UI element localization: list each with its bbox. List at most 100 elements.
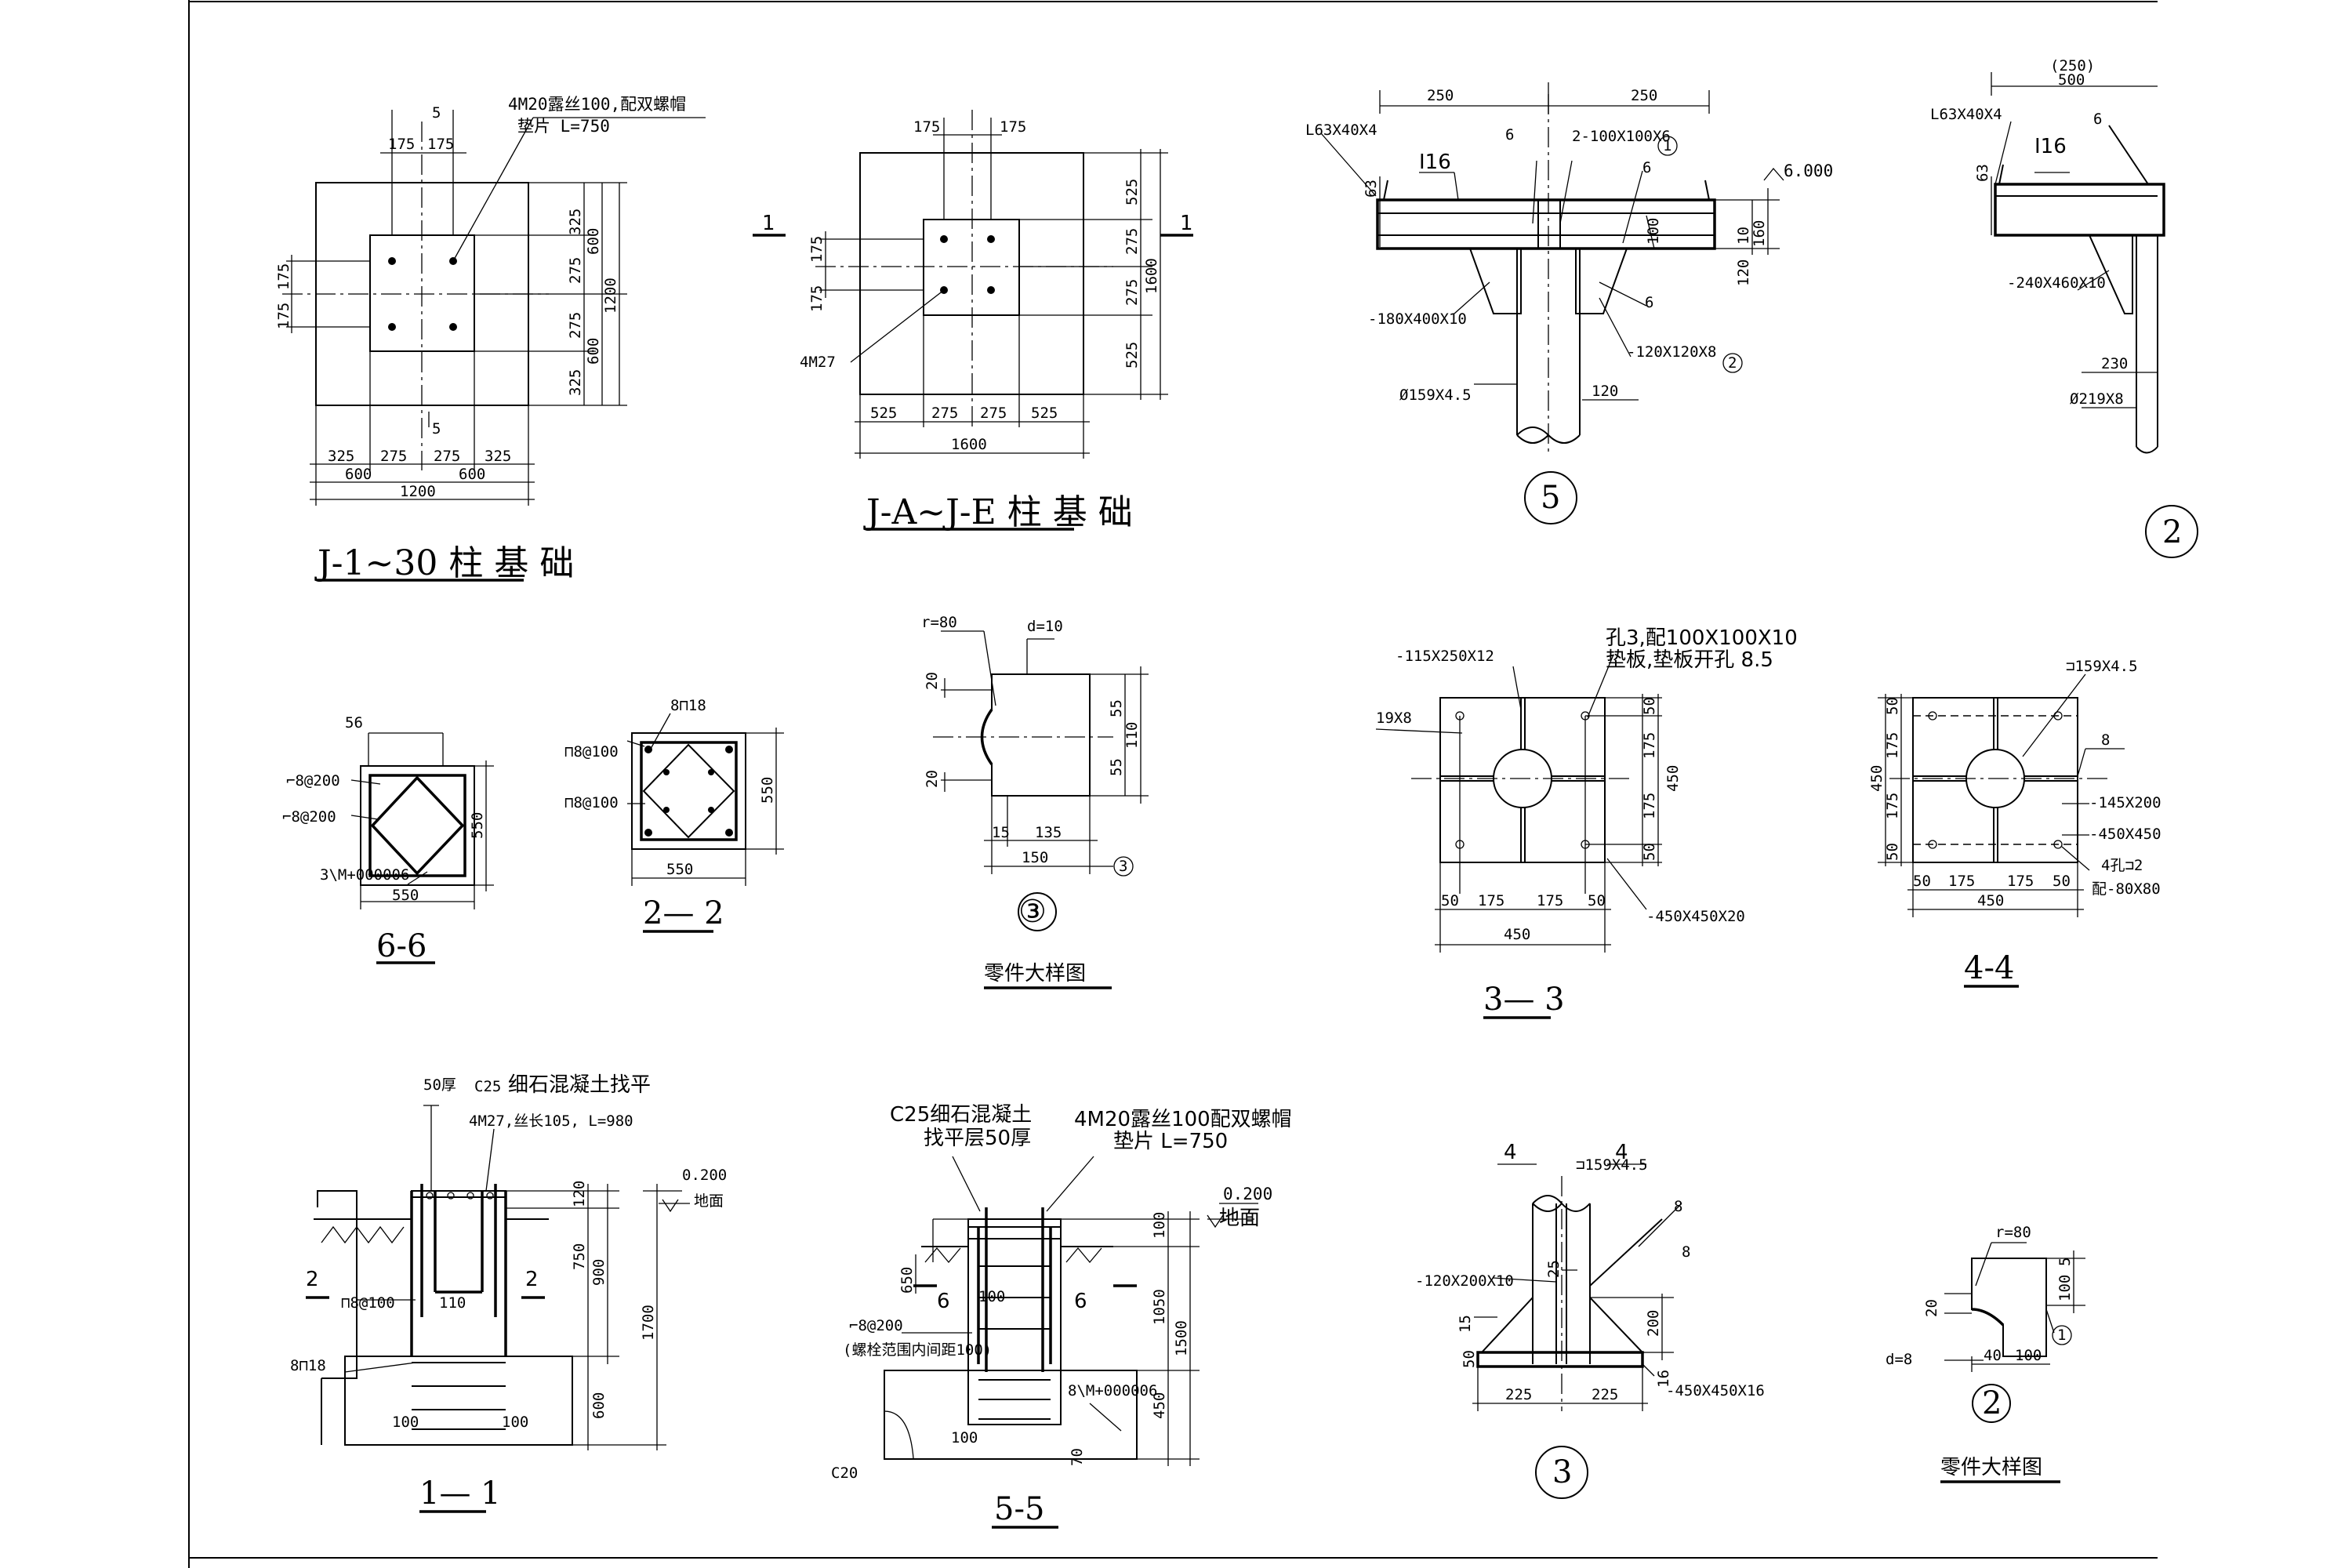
s44-h50b: 50 [2053,873,2071,890]
d5-d160: 160 [1751,220,1768,247]
title-j1-foundation: J-1~30 柱 基 础 [314,543,574,583]
part3-d10: d=10 [1027,618,1063,635]
d5-angle: L63X40X4 [1305,122,1377,139]
s22-r2: ⊓8@100 [564,794,619,811]
d5-d100: 100 [1645,218,1662,245]
s66-w550: 550 [392,887,419,904]
d5-d10: 10 [1735,227,1752,245]
s33-hole2: 垫板,垫板开孔 8.5 [1606,648,1773,672]
j1-top-175a: 175 [388,136,415,153]
title-ja-foundation: J-A~J-E 柱 基 础 [863,492,1133,532]
ja-top-175a: 175 [913,118,940,136]
s55-stirrup-note: (螺栓范围内间距100) [843,1341,992,1359]
s33-h175b: 175 [1537,892,1563,909]
s55-ground: 地面 [1219,1207,1260,1230]
j1-b325a: 325 [328,448,354,465]
d3-cut-l: 4 [1504,1141,1517,1164]
j1-b275b: 275 [434,448,460,465]
detail-2-partial-labels: (250) 500 L63X40X4 I16 6 63 -240X460X10 … [1930,57,2182,550]
d5-elev: 6.000 [1784,162,1833,180]
d5-i16: I16 [1419,151,1451,174]
part3-r80: r=80 [921,614,957,631]
s44-v450: 450 [1868,765,1886,792]
detail-3 [1472,1163,1682,1499]
part2-h100: 100 [2056,1275,2074,1301]
j1-r275b: 275 [567,312,584,339]
s33-v50b: 50 [1641,843,1658,861]
d2cut-top: (250) [2050,57,2095,74]
s55-d100: 100 [1151,1212,1168,1239]
s33-plate1: -115X250X12 [1396,648,1494,665]
s11-d120: 120 [571,1181,588,1207]
ja-bolt-label: 4M27 [800,354,836,371]
part2-ref: 1 [2057,1327,2066,1344]
s11-elev: 0.200 [682,1167,727,1184]
d3-cut-r: 4 [1615,1141,1628,1164]
detail-3-labels: ⊐159X4.5 4 4 8 8 -120X200X10 25 15 50 20… [1415,1141,1765,1490]
s11-cut-r: 2 [525,1268,539,1291]
s55-note1b: 找平层50厚 [924,1127,1031,1150]
title-part-2: 2 [1982,1385,2002,1421]
s11-note-c: 细石混凝土找平 [508,1073,651,1097]
s44-v50b: 50 [1884,843,1901,861]
title-section-2-2: 2— 2 [643,895,724,931]
d5-weld6a: 6 [1505,126,1514,143]
part3-h55a: 55 [1108,699,1125,717]
s44-v175b: 175 [1884,793,1901,819]
j1-r1200: 1200 [602,278,619,314]
j1-cut-b: 5 [432,420,441,437]
d5-plate2: -180X400X10 [1368,310,1467,328]
ja-r1600: 1600 [1143,258,1160,294]
s22-h550: 550 [759,777,776,804]
section-3-3-labels: -115X250X12 孔3,配100X100X10 垫板,垫板开孔 8.5 1… [1376,626,1798,1018]
d2cut-angle: L63X40X4 [1930,106,2002,123]
part2-h20: 20 [1923,1299,1940,1317]
j1-r325b: 325 [567,369,584,396]
s55-stirrup: ⌐8@200 [849,1317,903,1334]
s55-cut-r: 6 [1074,1290,1087,1313]
part3-w135: 135 [1035,824,1062,841]
ja-r275a: 275 [1123,228,1141,255]
s66-r3: 3\M+000006 [320,866,409,884]
s11-w100a: 100 [392,1414,419,1431]
d2cut-d230: 230 [2101,355,2128,372]
s55-bar: 8\M+000006 [1068,1382,1157,1399]
s33-hole1: 孔3,配100X100X10 [1606,626,1798,650]
detail-5 [1320,82,1784,524]
s22-w550: 550 [666,861,693,878]
d5-d120: 120 [1735,260,1752,286]
j1-left-175a: 175 [275,263,292,290]
ja-r275b: 275 [1123,279,1141,306]
d2cut-weld6: 6 [2093,111,2102,128]
s55-d1050: 1050 [1151,1289,1168,1325]
s55-d450: 450 [1151,1392,1168,1419]
d5-weld6b: 6 [1642,159,1651,176]
title-section-4-4: 4-4 [1964,950,2014,986]
section-2-2-labels: 8⊓18 ⊓8@100 ⊓8@100 550 550 2— 2 [564,697,776,931]
part-2 [1940,1242,2085,1483]
j1-cut-a: 5 [432,104,441,122]
d5-weld6c: 6 [1645,294,1653,311]
s55-elev: 0.200 [1223,1185,1272,1203]
d2cut-d63: 63 [1974,164,1991,182]
s22-bar: 8⊓18 [670,697,706,714]
ja-b275b: 275 [980,405,1007,422]
section-5-5 [884,1156,1258,1529]
s33-v175a: 175 [1641,732,1658,759]
s66-h550: 550 [469,812,486,839]
d5-pipe: Ø159X4.5 [1399,387,1472,404]
j1-r275a: 275 [567,257,584,284]
part3-w15: 15 [992,824,1010,841]
title-detail-3: 3 [1552,1454,1572,1490]
ja-foundation-plan [753,110,1193,531]
d2cut-plate: -240X460X10 [2007,274,2106,292]
d5-plate3: -120X120X8 [1627,343,1716,361]
d3-d25: 25 [1545,1260,1563,1278]
ja-b525a: 525 [870,405,897,422]
s55-note2a: 4M20露丝100配双螺帽 [1074,1108,1292,1131]
d3-pipe: ⊐159X4.5 [1576,1156,1648,1174]
s11-w100b: 100 [502,1414,528,1431]
section-5-5-labels: C25细石混凝土 找平层50厚 4M20露丝100配双螺帽 垫片 L=750 0… [831,1103,1292,1527]
ja-cut-l: 1 [762,212,775,235]
s55-w100a: 100 [978,1288,1005,1305]
